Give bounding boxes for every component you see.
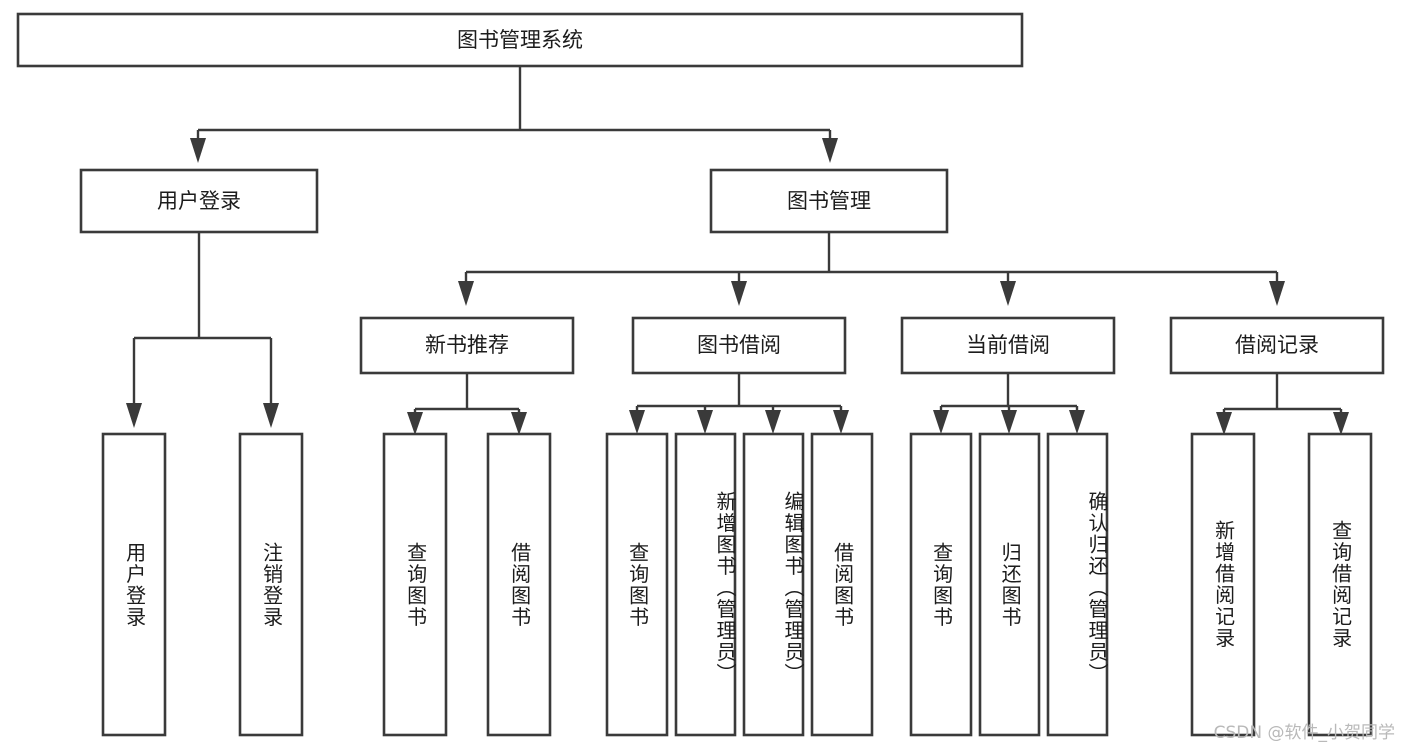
- leaf-current-borrow-2-box[interactable]: [978, 432, 1041, 737]
- leaf-borrow-record-1-box[interactable]: [1190, 432, 1256, 737]
- arrow-leaf-current-borrow-3: [1069, 410, 1085, 434]
- leaf-new-book-1-box[interactable]: [382, 432, 448, 737]
- arrow-leaf-book-borrow-2: [697, 410, 713, 434]
- node-user-login[interactable]: 用户登录: [79, 168, 319, 234]
- arrow-to-borrow-record: [1269, 281, 1285, 306]
- node-book-manage-label: 图书管理: [787, 189, 871, 213]
- arrow-to-new-book: [458, 281, 474, 306]
- arrow-leaf-user-login-1: [126, 403, 142, 428]
- node-current-borrow-label: 当前借阅: [966, 333, 1050, 357]
- arrow-leaf-book-borrow-3: [765, 410, 781, 434]
- node-borrow-record-label: 借阅记录: [1235, 333, 1319, 357]
- node-book-manage[interactable]: 图书管理: [709, 168, 949, 234]
- node-user-login-label: 用户登录: [157, 189, 241, 213]
- node-new-book-recommend[interactable]: 新书推荐: [359, 316, 575, 375]
- leaf-user-login-2-box[interactable]: [238, 432, 304, 737]
- arrow-leaf-borrow-record-2: [1333, 412, 1349, 435]
- node-root[interactable]: 图书管理系统: [16, 12, 1024, 68]
- node-current-borrow[interactable]: 当前借阅: [900, 316, 1116, 375]
- arrow-leaf-new-book-2: [511, 412, 527, 435]
- arrow-leaf-current-borrow-1: [933, 410, 949, 434]
- node-new-book-recommend-label: 新书推荐: [425, 333, 509, 357]
- node-borrow-record-box[interactable]: [1169, 316, 1385, 375]
- leaf-book-borrow-1-box[interactable]: [605, 432, 669, 737]
- arrow-to-user-login: [190, 138, 206, 163]
- arrow-leaf-new-book-1: [407, 412, 423, 435]
- node-root-label: 图书管理系统: [457, 28, 583, 52]
- leaf-book-borrow-2-box[interactable]: [674, 432, 737, 737]
- arrow-to-book-borrow: [731, 281, 747, 306]
- node-book-manage-box[interactable]: [709, 168, 949, 234]
- node-book-borrow-label: 图书借阅: [697, 333, 781, 357]
- node-book-borrow-box[interactable]: [631, 316, 847, 375]
- node-new-book-recommend-box[interactable]: [359, 316, 575, 375]
- arrow-to-current-borrow: [1000, 281, 1016, 306]
- node-book-borrow[interactable]: 图书借阅: [631, 316, 847, 375]
- leaf-book-borrow-4-box[interactable]: [810, 432, 874, 737]
- leaf-current-borrow-3-box[interactable]: [1046, 432, 1109, 737]
- arrow-leaf-user-login-2: [263, 403, 279, 428]
- arrow-leaf-book-borrow-1: [629, 410, 645, 434]
- arrow-to-book-manage: [822, 138, 838, 163]
- node-borrow-record[interactable]: 借阅记录: [1169, 316, 1385, 375]
- arrow-leaf-book-borrow-4: [833, 410, 849, 434]
- node-current-borrow-box[interactable]: [900, 316, 1116, 375]
- leaf-user-login-1-box[interactable]: [101, 432, 167, 737]
- leaf-book-borrow-3-box[interactable]: [742, 432, 805, 737]
- leaf-current-borrow-1-box[interactable]: [909, 432, 973, 737]
- arrow-leaf-current-borrow-2: [1001, 410, 1017, 434]
- node-root-box[interactable]: [16, 12, 1024, 68]
- leaf-borrow-record-2-box[interactable]: [1307, 432, 1373, 737]
- leaf-new-book-2-box[interactable]: [486, 432, 552, 737]
- arrow-leaf-borrow-record-1: [1216, 412, 1232, 435]
